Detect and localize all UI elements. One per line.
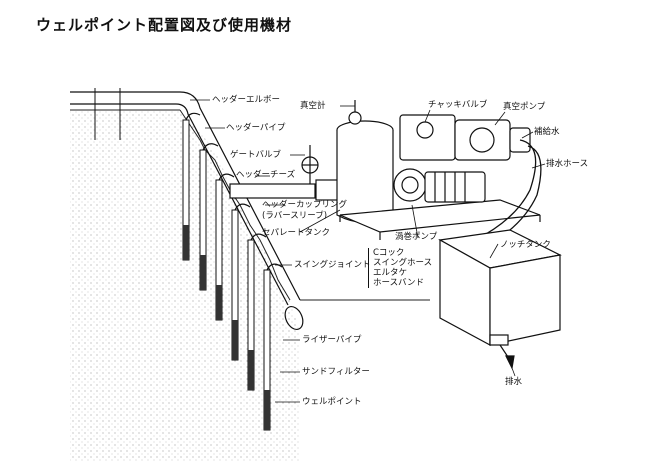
swing-part-swing-hose: スイングホース [373, 258, 433, 268]
label-supply-water: 補給水 [534, 127, 560, 137]
separate-tank [336, 100, 394, 224]
swing-part-c-cock: Cコック [373, 248, 405, 258]
volute-pump [393, 168, 486, 203]
vacuum-pump [399, 114, 531, 161]
header-pipe [70, 91, 304, 330]
pump-base [339, 199, 541, 240]
header-posts [94, 88, 121, 140]
swing-joints [185, 112, 283, 271]
label-notch-tank: ノッチタンク [500, 240, 551, 250]
label-header-coupling: ヘッダーカップリング [262, 200, 348, 210]
swing-part-el-take: エルタケ [373, 268, 408, 278]
label-volute-pump: 渦巻ポンプ [395, 232, 438, 242]
label-well-point: ウェルポイント [302, 397, 362, 407]
leader-lines [190, 99, 546, 403]
label-header-tees: ヘッダーチーズ [236, 170, 296, 180]
label-check-valve: チャッキバルブ [428, 100, 488, 110]
notch-tank [438, 229, 562, 370]
label-drain: 排水 [505, 377, 523, 387]
label-drain-hose: 排水ホース [546, 159, 589, 169]
label-separate-tank: セパレートタンク [262, 228, 331, 238]
label-swing-joint: スイングジョイント [294, 260, 371, 270]
well-filters [183, 225, 270, 430]
label-riser-pipe: ライザーパイプ [302, 335, 362, 345]
label-header-elbow: ヘッダーエルボー [212, 95, 281, 105]
label-rubber-sleeve: (ラバースリーブ) [262, 211, 328, 221]
swing-part-hose-band: ホースバンド [373, 278, 425, 288]
page-title: ウェルポイント配置図及び使用機材 [36, 16, 293, 34]
label-vacuum-gauge: 真空計 [300, 101, 326, 111]
label-sand-filter: サンドフィルター [302, 367, 370, 377]
label-header-pipe: ヘッダーパイプ [226, 123, 286, 133]
label-gate-valve: ゲートバルブ [230, 150, 282, 160]
label-vacuum-pump: 真空ポンプ [503, 102, 546, 112]
swing-parts-list: Cコック スイングホース エルタケ ホースバンド [368, 248, 432, 288]
